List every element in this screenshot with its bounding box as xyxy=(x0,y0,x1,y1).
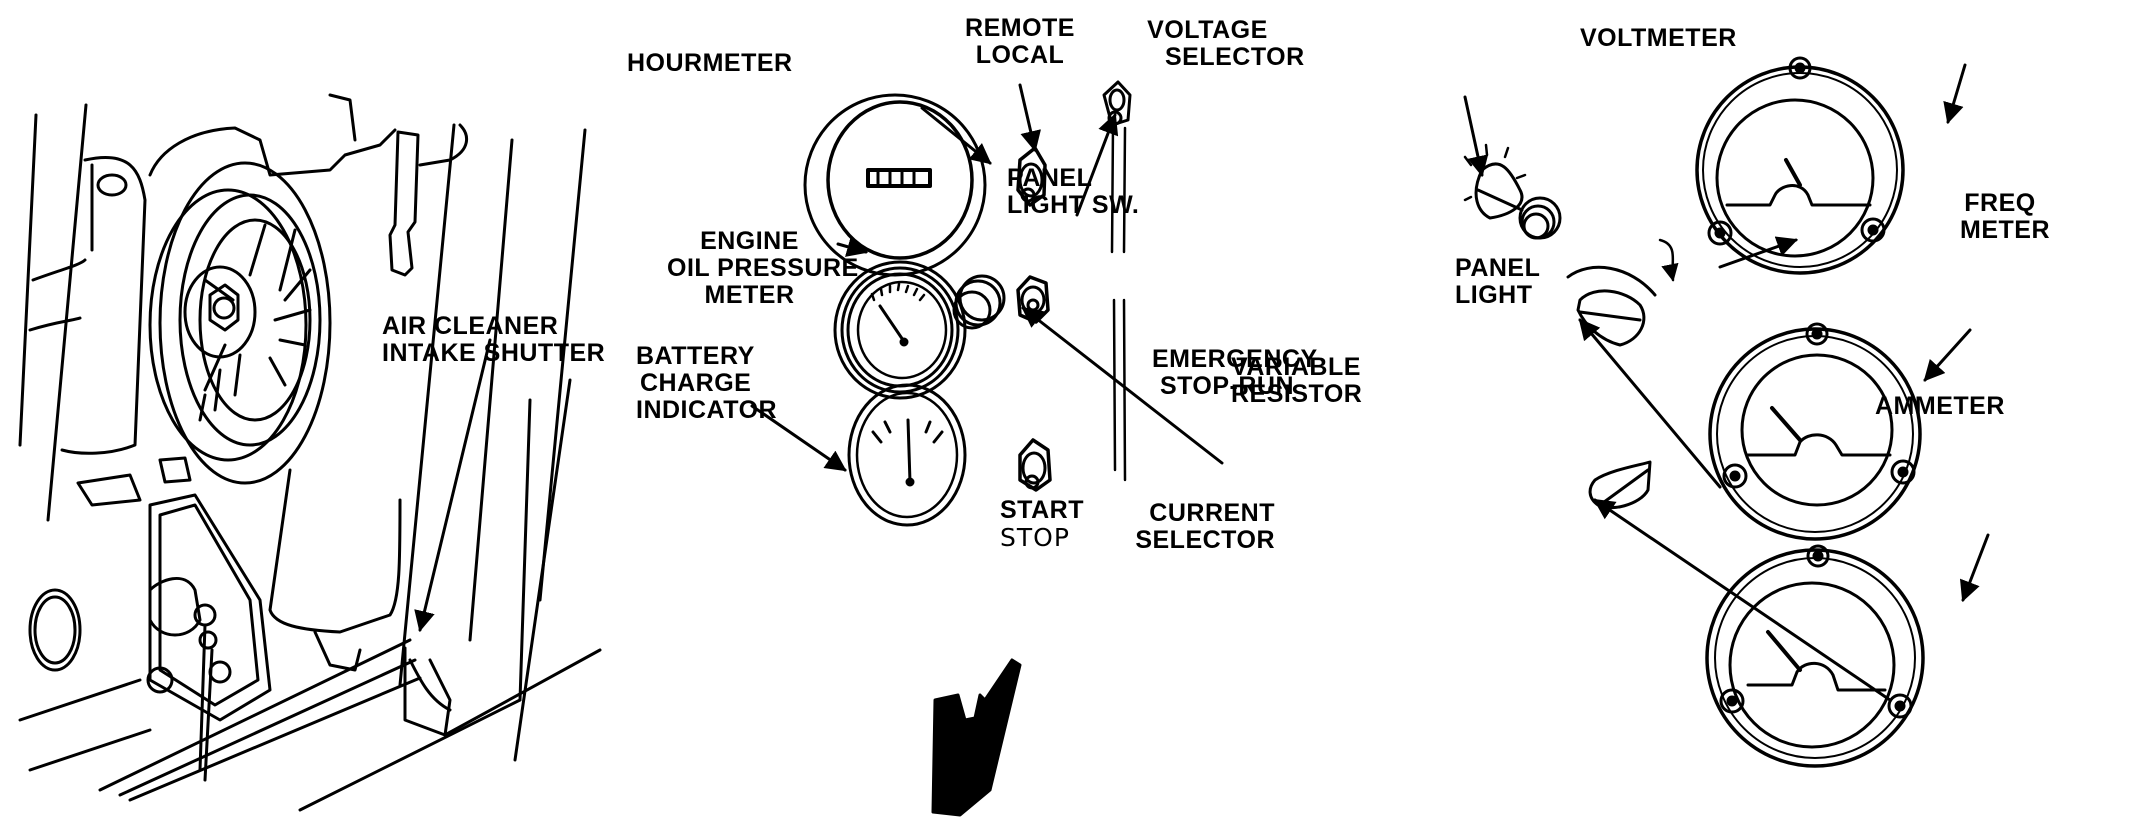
arrow-hourmeter xyxy=(920,106,992,165)
arrow-voltmeter xyxy=(1943,63,1967,125)
variable-resistor-knob xyxy=(1566,265,1657,347)
arrow-panel-light-sw xyxy=(1075,113,1119,217)
label-voltmeter: VOLTMETER xyxy=(1580,24,1737,52)
start-stop-switch xyxy=(1018,438,1052,492)
freq-meter-gauge xyxy=(1708,322,1922,541)
arrow-voltage-selector xyxy=(1463,95,1489,178)
current-selector-knob xyxy=(1588,460,1652,510)
voltage-selector-knob xyxy=(1463,143,1527,220)
label-hourmeter: HOURMETER xyxy=(627,49,793,77)
rotation-arrow xyxy=(1658,238,1679,282)
pointing-hand-icon xyxy=(931,658,1022,817)
arrow-current-selector xyxy=(1593,498,1892,702)
label-ammeter: AMMETER xyxy=(1875,392,2005,420)
panel-light-switch xyxy=(1102,80,1132,482)
leader-arrows xyxy=(414,63,1990,702)
indicator-light-left xyxy=(952,274,1006,330)
battery-charge-gauge xyxy=(847,383,967,527)
hourmeter-gauge xyxy=(803,93,987,277)
arrow-ammeter xyxy=(1959,533,1990,602)
oil-pressure-gauge xyxy=(833,260,967,400)
arrow-air-cleaner xyxy=(414,338,492,633)
ammeter-gauge xyxy=(1705,544,1925,768)
arrow-panel-light xyxy=(1718,236,1798,269)
arrow-variable-resistor xyxy=(1578,318,1722,489)
arrow-battery xyxy=(750,404,847,472)
arrow-emergency xyxy=(1021,306,1224,465)
arrow-engine xyxy=(836,236,869,257)
engine-illustration xyxy=(18,93,602,812)
arrow-remote-local xyxy=(1018,83,1041,153)
voltmeter-gauge xyxy=(1695,56,1905,275)
arrow-freq-meter xyxy=(1923,328,1972,382)
panel-light xyxy=(1518,196,1562,240)
